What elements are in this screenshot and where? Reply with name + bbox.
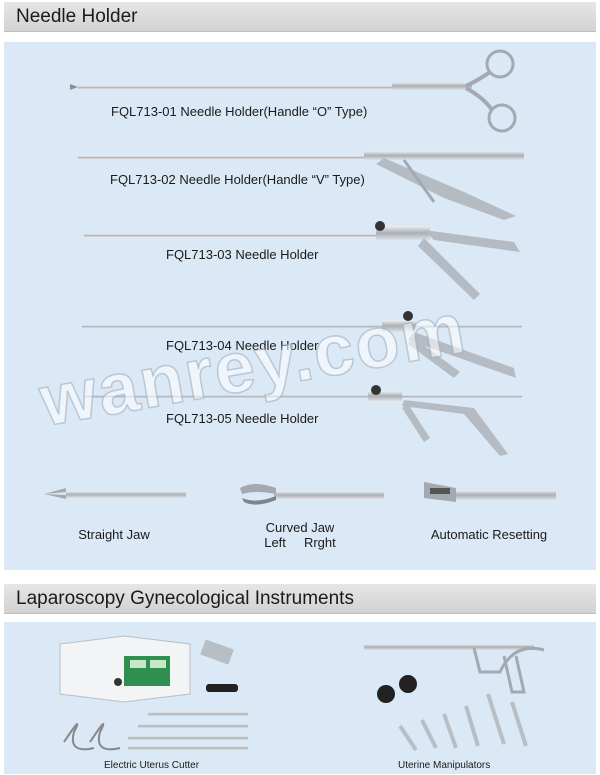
needle-holder-01-image — [70, 49, 517, 133]
section-title: Needle Holder — [16, 6, 138, 27]
section-header-gynecological: Laparoscopy Gynecological Instruments — [4, 584, 596, 614]
section-title: Laparoscopy Gynecological Instruments — [16, 588, 354, 609]
needle-holder-illustrations — [44, 49, 556, 505]
product-label-02: FQL713-02 Needle Holder(Handle “V” Type) — [110, 172, 365, 187]
automatic-resetting-image — [424, 482, 556, 502]
needle-holder-panel: FQL713-01 Needle Holder(Handle “O” Type)… — [4, 42, 596, 570]
needle-holder-02-image — [78, 151, 524, 220]
gynecological-panel: Electric Uterus Cutter Uterine Manipulat… — [4, 622, 596, 774]
needle-holder-04-image — [82, 311, 522, 378]
curved-jaw-label: Curved Jaw — [265, 520, 335, 535]
automatic-resetting-caption: Automatic Resetting — [430, 527, 548, 542]
product-label-04: FQL713-04 Needle Holder — [166, 338, 319, 353]
electric-uterus-cutter-caption: Electric Uterus Cutter — [104, 760, 200, 771]
needle-holder-05-image — [84, 385, 522, 456]
straight-jaw-caption: Straight Jaw — [78, 527, 150, 542]
uterine-manipulators-caption: Uterine Manipulators — [398, 760, 491, 771]
gynecological-illustrations — [59, 635, 545, 752]
curved-jaw-sublabel: Left Rrght — [264, 535, 336, 550]
product-label-01: FQL713-01 Needle Holder(Handle “O” Type) — [111, 104, 368, 119]
curved-jaw-image — [240, 484, 384, 505]
product-label-05: FQL713-05 Needle Holder — [166, 411, 319, 426]
needle-holder-03-image — [84, 221, 520, 300]
product-label-03: FQL713-03 Needle Holder — [166, 247, 319, 262]
curved-jaw-caption: Curved Jaw Left Rrght — [240, 520, 360, 550]
straight-jaw-image — [44, 488, 186, 499]
section-header-needle-holder: Needle Holder — [4, 2, 596, 32]
electric-uterus-cutter-image — [59, 635, 248, 751]
uterine-manipulators-image — [364, 644, 545, 752]
